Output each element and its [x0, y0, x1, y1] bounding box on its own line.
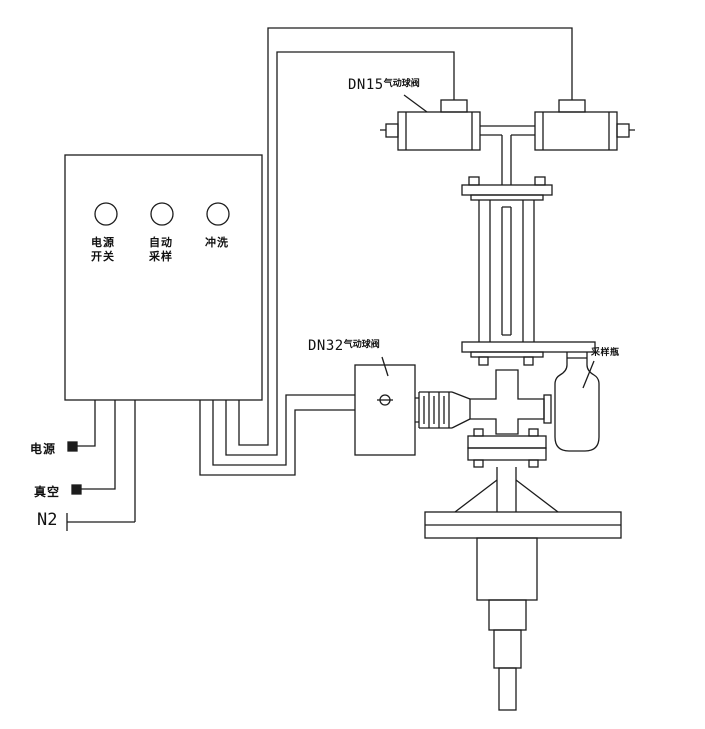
flange-bolt: [473, 428, 484, 437]
bottom-flange-bolt-right: [523, 356, 534, 366]
top-flange: [461, 176, 553, 201]
right-valve-port: [616, 123, 630, 138]
auto-sample-label: 自动 采样: [149, 236, 173, 263]
leader-lines: [381, 94, 595, 389]
flange-bolt: [528, 428, 539, 437]
wire-to-dn32-upper: [212, 394, 355, 466]
dn32-leader: [381, 356, 389, 377]
power-switch-label: 电源 开关: [91, 236, 115, 263]
top-flange-bolt-left: [468, 176, 480, 186]
wire-to-left-valve: [225, 51, 455, 456]
vacuum-terminal-label: 真空: [34, 485, 61, 499]
sight-glass-cylinder: [478, 200, 535, 342]
wire-to-dn32-lower: [199, 400, 355, 476]
sample-bottle-leader: [582, 360, 595, 389]
power-switch-button: [94, 202, 118, 226]
terminal-connections: [66, 400, 136, 531]
left-valve-body: [397, 111, 481, 151]
dn15-leader: [403, 94, 428, 113]
wire-to-right-valve: [238, 27, 573, 446]
vacuum-terminal-line: [81, 400, 116, 490]
dn32-body: [354, 364, 416, 456]
funnel-cone: [454, 467, 559, 513]
control-panel-box: [64, 154, 263, 401]
dn15-valve-left: [380, 99, 481, 151]
power-terminal-line: [77, 400, 96, 447]
panel-outline: [64, 154, 263, 401]
flush-button: [206, 202, 230, 226]
left-valve-solenoid: [440, 99, 468, 113]
bottom-flange-bolt-left: [478, 356, 489, 366]
dn32-code-text: DN32: [308, 338, 344, 354]
vacuum-terminal-square: [71, 484, 82, 495]
dn32-valve-box: [354, 364, 416, 456]
pipe-tee: [480, 125, 535, 185]
lower-flange-pair: [467, 428, 547, 468]
sample-bottle-label: 采样瓶: [591, 348, 620, 358]
stepped-shaft: [476, 537, 538, 711]
sample-bottle: [554, 352, 600, 452]
right-valve-body: [534, 111, 618, 151]
flange-nut: [473, 459, 484, 468]
n2-terminal-label: N2: [37, 510, 58, 530]
dn15-suffix-text: 气动球阀: [383, 79, 420, 89]
power-terminal-label: 电源: [30, 442, 57, 456]
dn15-valve-right: [534, 99, 635, 151]
flange-nut: [528, 459, 539, 468]
dn32-suffix-text: 气动球阀: [343, 340, 380, 350]
n2-terminal-line: [66, 400, 136, 531]
left-valve-port: [385, 123, 399, 138]
bottom-flange: [461, 341, 596, 366]
cross-right-port-cap: [543, 394, 552, 424]
flush-label: 冲洗: [205, 236, 229, 249]
cross-fitting: [469, 369, 552, 435]
base-flange: [424, 511, 622, 539]
threaded-coupling: [415, 391, 471, 429]
power-terminal-square: [67, 441, 78, 452]
right-valve-solenoid: [558, 99, 586, 113]
wiring-harness: [199, 27, 573, 476]
auto-sample-button: [150, 202, 174, 226]
top-flange-bolt-right: [534, 176, 546, 186]
dn15-code-text: DN15: [348, 77, 384, 93]
